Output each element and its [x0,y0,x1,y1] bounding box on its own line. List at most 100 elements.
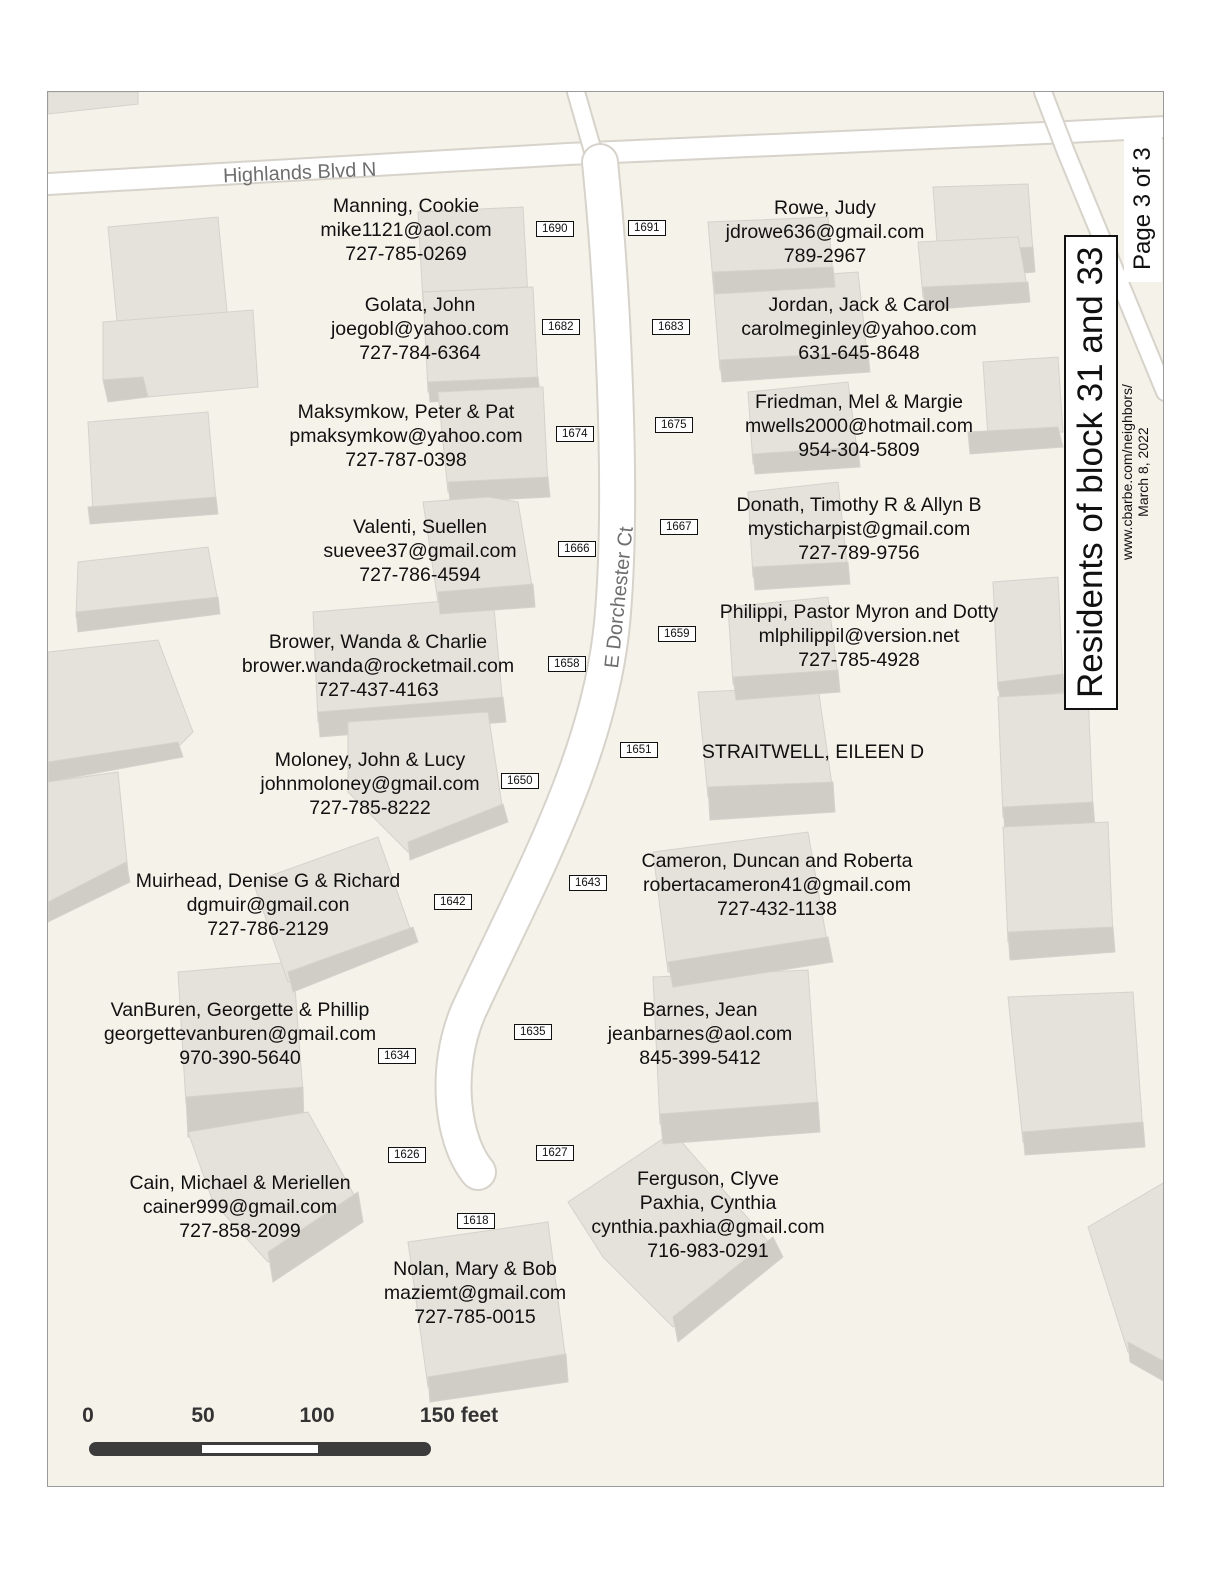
house-number: 1634 [378,1048,416,1064]
resident-email: mysticharpist@gmail.com [747,518,971,540]
resident-phone: 845-399-5412 [639,1047,761,1069]
resident-name-2: Paxhia, Cynthia [639,1192,777,1214]
page-title: Residents of block 31 and 33 [1064,234,1118,710]
house-number: 1627 [536,1145,574,1161]
resident-phone: 727-437-4163 [317,679,439,701]
resident-entry: Valenti, Suellen suevee37@gmail.com 727-… [323,515,516,587]
resident-entry: Friedman, Mel & Margie mwells2000@hotmai… [745,390,973,462]
resident-phone: 789-2967 [783,245,867,267]
resident-name: Friedman, Mel & Margie [754,391,964,413]
house-number: 1666 [558,541,596,557]
resident-name: Rowe, Judy [774,197,876,219]
house-number: 1691 [628,220,666,236]
resident-email: maziemt@gmail.com [383,1282,567,1304]
map-canvas[interactable]: Highlands Blvd N E Dorchester Ct Manning… [47,91,1164,1487]
resident-name: Nolan, Mary & Bob [393,1258,557,1280]
resident-entry: Golata, John joegobl@yahoo.com 727-784-6… [331,293,509,365]
resident-phone: 727-785-0269 [345,243,467,265]
resident-phone: 727-789-9756 [798,542,920,564]
date: March 8, 2022 [1135,427,1151,517]
resident-email: georgettevanburen@gmail.com [103,1023,377,1045]
resident-email: joegobl@yahoo.com [330,318,510,340]
resident-entry: VanBuren, Georgette & Phillip georgettev… [104,998,376,1070]
resident-phone: 727-784-6364 [359,342,481,364]
resident-name: Jordan, Jack & Carol [768,294,950,316]
house-number: 1667 [660,519,698,535]
house-number: 1642 [434,894,472,910]
house-number: 1675 [655,417,693,433]
resident-phone: 716-983-0291 [647,1240,769,1262]
resident-name: Maksymkow, Peter & Pat [297,401,515,423]
scale-bar-segment [202,1445,318,1453]
resident-phone: 727-432-1138 [717,898,837,920]
resident-name: Ferguson, Clyve [637,1168,779,1190]
resident-entry: Jordan, Jack & Carol carolmeginley@yahoo… [741,293,977,365]
resident-name: Moloney, John & Lucy [274,749,466,771]
resident-email: pmaksymkow@yahoo.com [289,425,523,447]
resident-email: johnmoloney@gmail.com [260,773,480,795]
house-number: 1674 [556,426,594,442]
house-number: 1690 [536,221,574,237]
resident-name: Valenti, Suellen [352,516,488,538]
resident-entry: Philippi, Pastor Myron and Dotty mlphili… [720,600,999,672]
resident-name: Cameron, Duncan and Roberta [641,850,913,872]
resident-entry: Moloney, John & Lucy johnmoloney@gmail.c… [260,748,479,820]
resident-name: STRAITWELL, EILEEN D [701,741,925,763]
resident-name: Brower, Wanda & Charlie [268,631,488,653]
resident-entry: Muirhead, Denise G & Richard dgmuir@gmai… [136,869,400,941]
resident-email: mwells2000@hotmail.com [745,415,973,437]
resident-phone: 727-785-8222 [309,797,431,819]
resident-phone: 727-785-0015 [414,1306,536,1328]
resident-name: VanBuren, Georgette & Phillip [110,999,370,1021]
scale-label-150: 150 feet [419,1404,499,1427]
resident-name: Manning, Cookie [332,195,480,217]
house-number: 1650 [501,773,539,789]
resident-name: Golata, John [364,294,476,316]
resident-entry: Donath, Timothy R & Allyn B mysticharpis… [737,493,982,565]
resident-email: mike1121@aol.com [320,219,492,241]
scale-bar [89,1442,431,1456]
resident-name: Cain, Michael & Meriellen [129,1172,351,1194]
resident-phone: 970-390-5640 [179,1047,301,1069]
resident-phone: 631-645-8648 [798,342,920,364]
house-number: 1651 [620,742,658,758]
resident-phone: 727-858-2099 [179,1220,301,1242]
resident-entry: Cain, Michael & Meriellen cainer999@gmai… [129,1171,350,1243]
resident-email: brower.wanda@rocketmail.com [241,655,515,677]
house-number: 1618 [457,1213,495,1229]
page-number: Page 3 of 3 [1124,135,1162,282]
house-number: 1643 [569,875,607,891]
scale-label-0: 0 [82,1404,94,1427]
resident-email: robertacameron41@gmail.com [643,874,911,896]
resident-entry: Ferguson, Clyve Paxhia, Cynthia cynthia.… [591,1167,824,1263]
resident-phone: 727-786-4594 [359,564,481,586]
resident-entry: Brower, Wanda & Charlie brower.wanda@roc… [242,630,514,702]
resident-entry: Rowe, Judy jdrowe636@gmail.com 789-2967 [726,196,925,268]
resident-entry: Barnes, Jean jeanbarnes@aol.com 845-399-… [608,998,793,1070]
resident-name: Donath, Timothy R & Allyn B [736,494,982,516]
title-box-wrap: Residents of block 31 and 33 [1064,234,1118,710]
resident-email: jdrowe636@gmail.com [725,221,925,243]
resident-entry: Manning, Cookie mike1121@aol.com 727-785… [320,194,491,266]
resident-email: cainer999@gmail.com [142,1196,338,1218]
resident-phone: 727-786-2129 [207,918,329,940]
resident-email: jeanbarnes@aol.com [607,1023,793,1045]
roads [48,92,1163,1191]
map-base [48,92,1163,1486]
scale-label-100: 100 [299,1404,335,1427]
page-box-wrap: Page 3 of 3 [1124,135,1162,282]
resident-name: Barnes, Jean [642,999,758,1021]
site-wrap: www.cbarbe.com/neighbors/ March 8, 2022 [1119,384,1151,560]
resident-entry: Cameron, Duncan and Roberta robertacamer… [642,849,913,921]
resident-email: mlphilippil@version.net [758,625,960,647]
resident-phone: 727-785-4928 [798,649,920,671]
website-url: www.cbarbe.com/neighbors/ [1119,384,1135,560]
house-number: 1682 [542,319,580,335]
resident-email: dgmuir@gmail.con [186,894,350,916]
buildings [48,92,1163,1403]
house-number: 1658 [548,656,586,672]
resident-name: Muirhead, Denise G & Richard [135,870,401,892]
house-number: 1659 [658,626,696,642]
resident-phone: 727-787-0398 [345,449,467,471]
resident-name: Philippi, Pastor Myron and Dotty [719,601,999,623]
